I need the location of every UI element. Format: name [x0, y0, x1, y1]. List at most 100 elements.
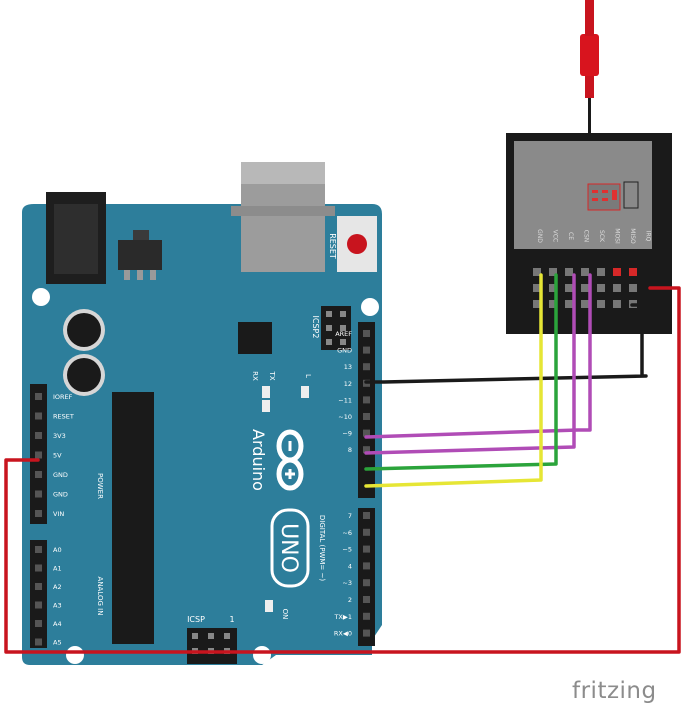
antenna-connector-tip [585, 0, 594, 36]
module-header-pin [613, 268, 621, 276]
icsp2-label: ICSP2 [311, 316, 320, 339]
header-socket [363, 596, 370, 603]
header-socket [35, 451, 42, 459]
module-pin-label: GND [536, 229, 543, 243]
pin-label: 4 [348, 562, 352, 570]
module-pin-label: SCK [598, 230, 605, 243]
voltage-regulator [118, 240, 162, 270]
header-socket [35, 490, 42, 498]
led-tx-label: TX [268, 370, 276, 380]
pin-label: GND [53, 491, 68, 499]
pin-label: 8 [348, 446, 352, 454]
pin-label: 2 [348, 596, 352, 604]
led-l-label: L [304, 374, 312, 378]
pin-label: RX◀0 [334, 630, 352, 638]
pin-label: 7 [348, 512, 352, 520]
module-header-pin [565, 300, 573, 308]
digital-section-label: DIGITAL (PWM= ~) [318, 515, 326, 581]
header-socket [363, 446, 370, 454]
header-socket [363, 512, 370, 519]
pin-label: 13 [344, 363, 352, 371]
wire-8-yellow [364, 273, 543, 488]
pin-label: RESET [53, 413, 74, 421]
brand-label: Arduino [249, 429, 268, 491]
analog-section-label: ANALOG IN [96, 577, 104, 616]
atmega-chip [112, 392, 154, 644]
pin-label: A3 [53, 602, 62, 610]
header-socket [35, 510, 42, 517]
header-socket [35, 546, 42, 553]
module-pin-label: MOSI [614, 228, 621, 244]
pin-label: ~6 [342, 529, 352, 537]
module-header-pin [565, 284, 573, 292]
module-header-pin [549, 268, 557, 276]
module-header-pin [581, 268, 589, 276]
module-pin-label: MISO [629, 228, 636, 244]
module-chip-area [514, 141, 652, 249]
antenna-connector-body [580, 34, 599, 76]
header-socket [363, 629, 370, 637]
arduino-logo [276, 429, 304, 491]
pin-label: ~11 [338, 396, 352, 404]
module-pin-label: CSN [583, 230, 590, 243]
module-header-pin [597, 284, 605, 292]
voltage-regulator-tab [133, 230, 149, 240]
pin-label: A1 [53, 565, 62, 573]
header-socket [363, 545, 370, 553]
mount-hole [32, 288, 50, 306]
pin-label: GND [53, 471, 68, 479]
led-l [301, 386, 309, 398]
header-socket [363, 528, 370, 536]
pin-label: ~10 [338, 413, 352, 421]
header-socket [35, 620, 42, 627]
module-header-pin [581, 300, 589, 308]
wire-10-purple [364, 273, 576, 455]
module-header-pin [629, 284, 637, 292]
header-socket [35, 564, 42, 572]
pin-label: A5 [53, 639, 62, 647]
wires [4, 273, 681, 654]
pin-label: GND [337, 347, 352, 355]
uno-badge [270, 508, 310, 588]
led-rx [262, 386, 270, 398]
module-pin-label: IRQ [645, 231, 652, 242]
module-pin-label: VCC [552, 230, 559, 242]
usb-chip [238, 322, 272, 354]
module-header-pin [597, 300, 605, 308]
pin-label: AREF [335, 330, 352, 338]
module-header-pin [549, 300, 557, 308]
header-socket [363, 413, 370, 420]
pin-label: IOREF [53, 393, 73, 401]
reset-button[interactable] [347, 234, 367, 254]
header-socket [35, 471, 42, 478]
pin-label: A0 [53, 546, 62, 554]
pin-label: 5V [53, 452, 62, 460]
wire-9-green [364, 273, 558, 471]
wire-gnd-black [364, 303, 648, 384]
pin-label: ~3 [342, 579, 352, 587]
pin-label: TX▶1 [333, 613, 352, 621]
arduino-uno-board: RESET ICSP2 RX TX L Arduino [22, 162, 382, 665]
pin-label: ~9 [342, 430, 352, 438]
mount-hole [361, 298, 379, 316]
icsp-pin1-label: 1 [229, 615, 234, 624]
header-socket [363, 396, 370, 404]
pin-label: 3V3 [53, 432, 66, 440]
header-socket [363, 579, 370, 587]
module-header-pin [629, 268, 637, 276]
power-section-label: POWER [96, 473, 104, 499]
header-socket [35, 393, 42, 400]
header-socket [35, 638, 42, 646]
header-socket [35, 432, 42, 439]
pin-label: A4 [53, 620, 62, 628]
module-header-pin [533, 300, 541, 308]
module-header-pin [597, 268, 605, 276]
module-header-pin [613, 300, 621, 308]
pin-label: 12 [344, 380, 352, 388]
led-on-label: ON [281, 609, 289, 620]
led-on [265, 600, 273, 612]
